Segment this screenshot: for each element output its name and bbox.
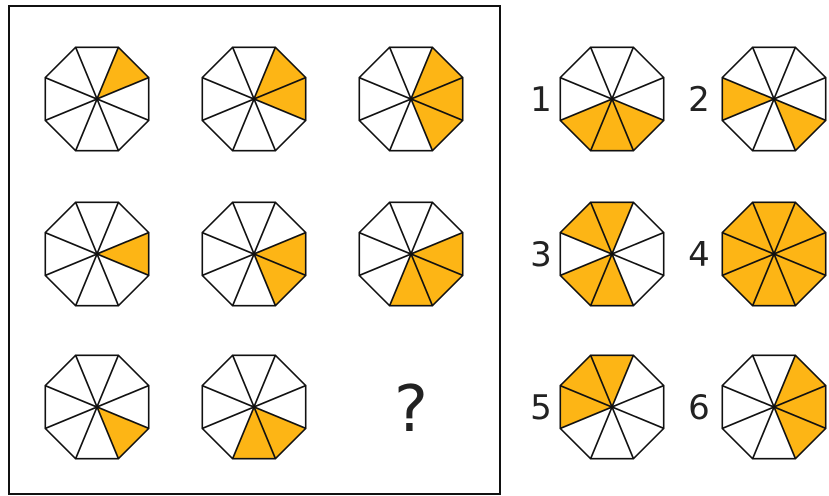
option-octagon-5[interactable]: [559, 354, 665, 460]
matrix-octagon-r2c2[interactable]: [201, 201, 307, 307]
matrix-octagon-r1c2[interactable]: [201, 46, 307, 152]
option-octagon-3[interactable]: [559, 201, 665, 307]
option-label-1: 1: [530, 80, 552, 120]
octagon-sector-empty: [44, 201, 98, 255]
matrix-octagon-r1c1[interactable]: [44, 46, 150, 152]
option-octagon-1[interactable]: [559, 46, 665, 152]
matrix-octagon-r1c3[interactable]: [358, 46, 464, 152]
octagon-sector-empty: [358, 201, 412, 255]
octagon-sector-empty: [559, 46, 613, 100]
missing-cell-question-mark: ?: [394, 373, 428, 447]
matrix-octagon-r3c2[interactable]: [201, 354, 307, 460]
octagon-sector-empty: [721, 46, 775, 100]
option-label-6: 6: [688, 388, 710, 428]
option-octagon-2[interactable]: [721, 46, 827, 152]
octagon-sector-empty: [721, 354, 775, 408]
octagon-sector-filled: [559, 354, 613, 408]
option-label-3: 3: [530, 235, 552, 275]
matrix-frame: [8, 5, 501, 495]
puzzle-matrix: ?: [44, 46, 464, 460]
option-octagon-4[interactable]: [721, 201, 827, 307]
matrix-octagon-r2c1[interactable]: [44, 201, 150, 307]
option-label-2: 2: [688, 80, 710, 120]
octagon-sector-empty: [44, 354, 98, 408]
octagon-sector-filled: [559, 201, 613, 255]
answer-options: 1 2 3 4 5 6: [530, 46, 827, 460]
octagon-sector-empty: [201, 354, 255, 408]
option-label-4: 4: [688, 235, 710, 275]
option-label-5: 5: [530, 388, 552, 428]
octagon-sector-filled: [721, 201, 775, 255]
option-octagon-6[interactable]: [721, 354, 827, 460]
matrix-octagon-r3c1[interactable]: [44, 354, 150, 460]
matrix-octagon-r2c3[interactable]: [358, 201, 464, 307]
octagon-sector-empty: [201, 201, 255, 255]
octagon-sector-empty: [201, 46, 255, 100]
octagon-sector-empty: [358, 46, 412, 100]
octagon-sector-empty: [44, 46, 98, 100]
